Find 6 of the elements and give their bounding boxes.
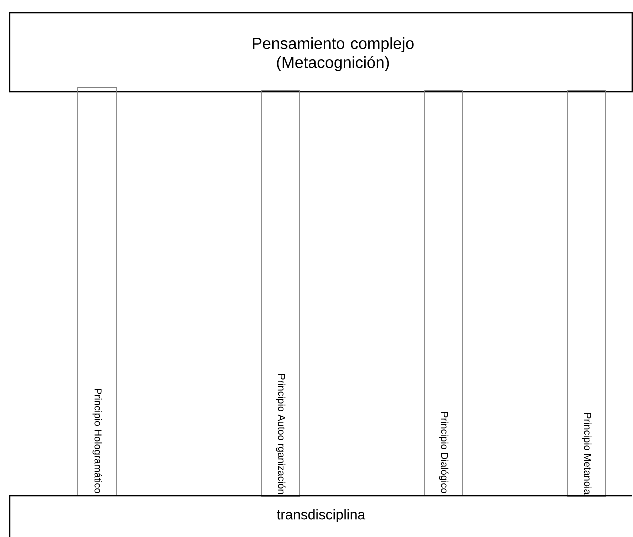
principle-column: Principio Dialógico [424,90,464,496]
base-box: transdisciplina [9,495,632,537]
principle-column: Principio Metanoia [568,90,606,498]
principle-column: Principio Hologramático [78,88,118,496]
title-box: Pensamiento complejo (Metacognición) [9,12,633,93]
principle-column: Principio Autoo rganización [262,90,300,498]
